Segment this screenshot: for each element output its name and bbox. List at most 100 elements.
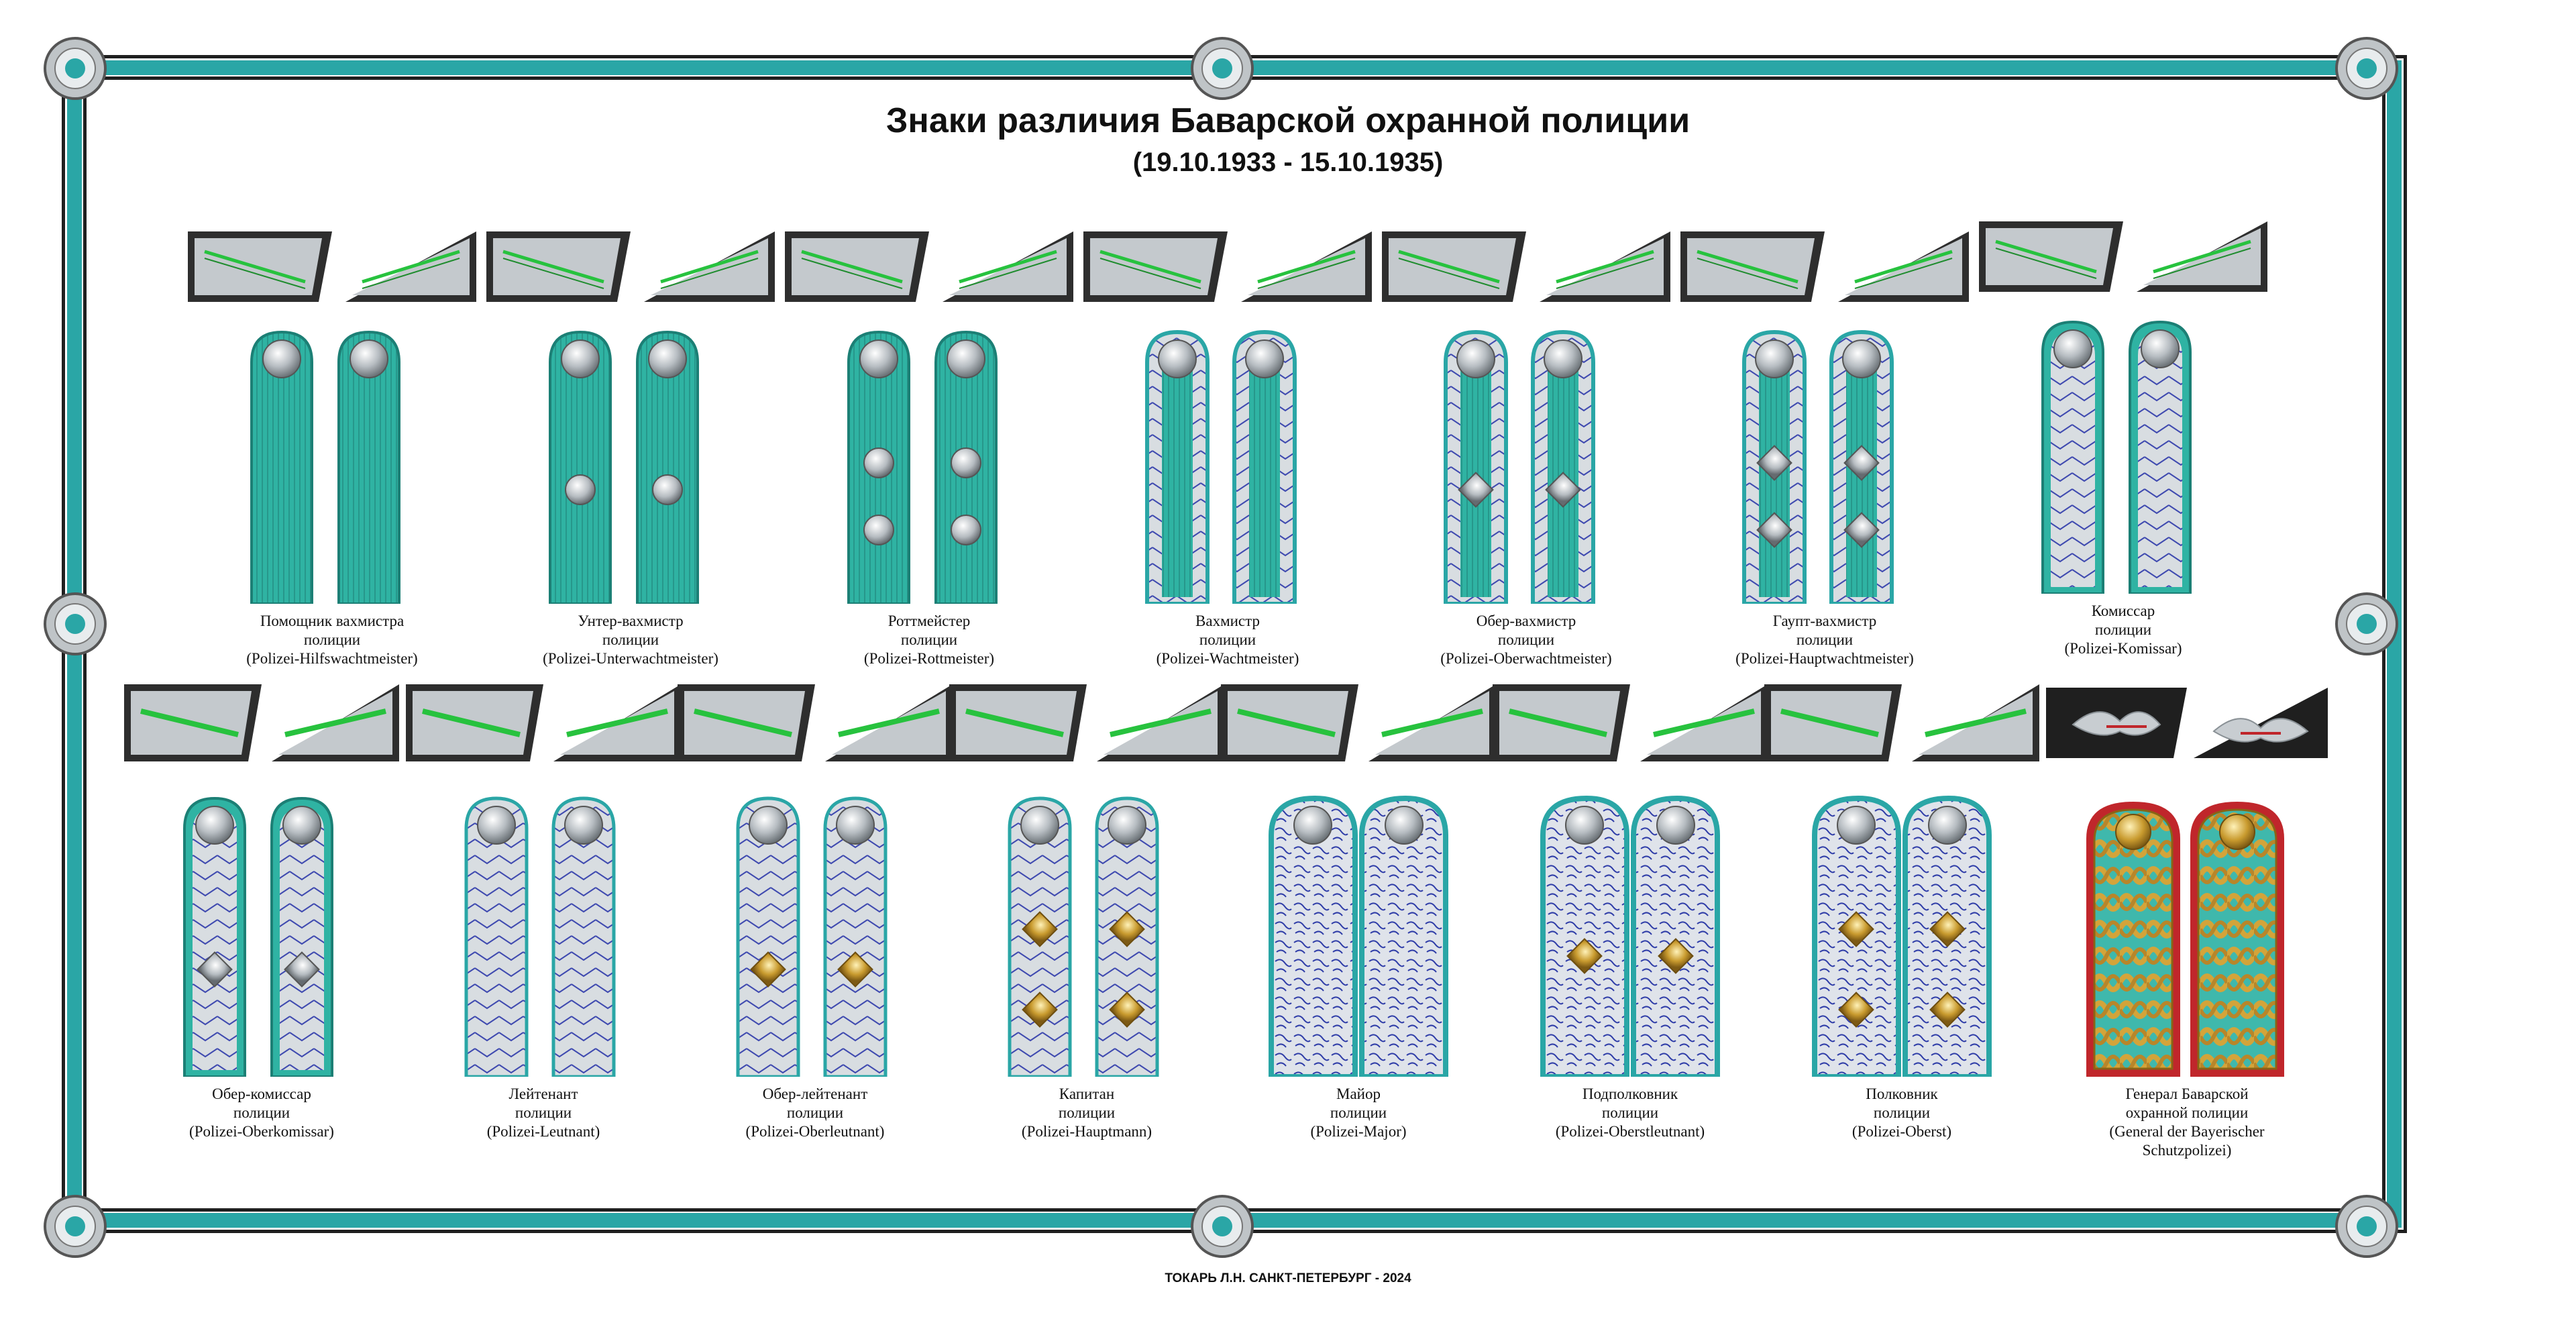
rivet-icon [44, 592, 107, 655]
shoulder-board-right-icon [1359, 795, 1448, 1077]
rank-name-ru: Капитан [1059, 1085, 1115, 1102]
rank-name-ru-2: полиции [900, 631, 958, 648]
rank-name-ru-2: полиции [1796, 631, 1854, 648]
frame-teal-border [67, 60, 2402, 1228]
collar-and-shoulder-icon [1382, 231, 1670, 604]
rivet-icon [44, 37, 107, 100]
shoulder-board-right-icon [823, 796, 888, 1077]
rank-name-ru-2: полиции [1873, 1104, 1931, 1121]
page-title: Знаки различия Баварской охранной полици… [885, 101, 1690, 140]
shoulder-board-right-icon [1902, 795, 1992, 1077]
collar-tab-left-icon [949, 684, 1087, 761]
rank-name-ru-2: полиции [303, 631, 361, 648]
collar-tab-right-icon [553, 684, 681, 761]
gold-pip-icon [1929, 911, 1966, 947]
rank-wachtmeister: Вахмистр полиции (Polizei-Wachtmeister) [1080, 221, 1375, 668]
collar-and-shoulder-icon [785, 231, 1073, 604]
rank-name-de-2: Schutzpolizei) [2142, 1142, 2232, 1159]
rank-name-ru-2: полиции [602, 631, 659, 648]
collar-tab-left-icon [1979, 221, 2123, 292]
collar-tab-right-icon [2137, 221, 2267, 292]
shoulder-board-right-icon [1531, 329, 1595, 604]
collar-and-shoulder-icon [1764, 684, 2039, 1077]
collar-tab-left-icon [678, 684, 815, 761]
silver-pip-icon [951, 447, 981, 478]
collar-tab-left-icon [1493, 684, 1630, 761]
oak-leaves-icon [2212, 718, 2309, 743]
shoulder-board-right-icon [636, 330, 699, 604]
rank-name-ru: Майор [1336, 1085, 1381, 1102]
shoulder-board-right-icon [551, 796, 616, 1077]
shoulder-board-left-icon [1742, 329, 1807, 604]
silver-pip-icon [565, 474, 596, 505]
rank-oberst: Полковник полиции (Polizei-Oberst) [1761, 674, 2043, 1141]
rank-name-de: (Polizei-Rottmeister) [863, 650, 995, 667]
collar-tab-right-icon [825, 684, 953, 761]
collar-and-shoulder-icon [1979, 221, 2267, 594]
gold-pip-icon [1022, 911, 1058, 947]
shoulder-board-right-icon [1829, 329, 1894, 604]
shoulder-board-left-icon [250, 330, 313, 604]
rank-name-de: (Polizei-Oberleutnant) [745, 1123, 885, 1140]
collar-and-shoulder-icon [1493, 684, 1768, 1077]
rank-name-ru: Комиссар [2091, 602, 2155, 619]
rank-name-de: (Polizei-Oberwachtmeister) [1440, 650, 1612, 667]
shoulder-board-left-icon [736, 796, 800, 1077]
gold-button-icon [2115, 814, 2151, 850]
collar-tab-right-icon [2194, 688, 2328, 758]
rank-name-ru-2: полиции [1497, 631, 1555, 648]
gold-pip-icon [1929, 992, 1966, 1028]
shoulder-board-left-icon [1008, 796, 1072, 1077]
rank-unterwachtmeister: Унтер-вахмистр полиции (Polizei-Unterwac… [483, 221, 778, 668]
silver-pip-icon [1756, 512, 1792, 548]
shoulder-board-left-icon [1540, 795, 1629, 1077]
collar-tab-right-icon [1241, 231, 1372, 302]
collar-tab-left-icon [1680, 231, 1825, 302]
rank-name-ru: Лейтенант [508, 1085, 578, 1102]
collar-tab-right-icon [644, 231, 775, 302]
collar-tab-left-icon [188, 231, 332, 302]
shoulder-board-left-icon [847, 330, 910, 604]
rank-name-de: (Polizei-Hilfswachtmeister) [246, 650, 418, 667]
collar-tab-left-icon [406, 684, 543, 761]
rank-name-de: (Polizei-Leutnant) [486, 1123, 600, 1140]
gold-pip-icon [750, 951, 786, 988]
rank-name-ru: Генерал Баварской [2125, 1085, 2249, 1102]
collar-tab-left-icon [1221, 684, 1358, 761]
rank-name-de: (Polizei-Wachtmeister) [1156, 650, 1299, 667]
shoulder-board-left-icon [1444, 329, 1508, 604]
gold-button-icon [2219, 814, 2255, 850]
collar-tab-left-icon [486, 231, 631, 302]
rivet-icon [1191, 1195, 1254, 1258]
collar-tab-left-icon [785, 231, 929, 302]
rank-name-ru-2: полиции [1330, 1104, 1387, 1121]
rivet-icon [2335, 37, 2398, 100]
collar-and-shoulder-icon [188, 231, 476, 604]
rivet-icon [2335, 1195, 2398, 1258]
collar-tab-right-icon [1540, 231, 1670, 302]
rank-name-ru-2: охранной полиции [2125, 1104, 2249, 1121]
collar-tab-left-icon [124, 684, 262, 761]
shoulder-board-left-icon [1269, 795, 1358, 1077]
collar-tab-right-icon [345, 231, 476, 302]
collar-tab-right-icon [943, 231, 1073, 302]
rank-name-de: (Polizei-Unterwachtmeister) [543, 650, 718, 667]
rivet-icon [1191, 37, 1254, 100]
rank-name-ru-2: полиции [1199, 631, 1256, 648]
rank-name-ru: Унтер-вахмистр [578, 613, 684, 629]
rank-name-de: (Polizei-Oberkomissar) [189, 1123, 334, 1140]
shoulder-board-left-icon [2041, 320, 2104, 594]
rank-name-ru: Помощник вахмистра [260, 613, 405, 629]
gold-pip-icon [1109, 992, 1145, 1028]
rank-hauptmann: Капитан полиции (Polizei-Hauptmann) [946, 674, 1228, 1141]
silver-pip-icon [1458, 472, 1494, 508]
rank-name-ru-2: полиции [2094, 621, 2152, 638]
silver-pip-icon [1545, 472, 1581, 508]
collar-and-shoulder-icon [949, 684, 1224, 1077]
gold-pip-icon [837, 951, 873, 988]
rank-name-de: (General der Bayerischer [2109, 1123, 2265, 1140]
collar-tab-left-icon [2046, 688, 2187, 758]
rank-komissar: Комиссар полиции (Polizei-Komissar) [1976, 211, 2271, 658]
rank-major: Майор полиции (Polizei-Major) [1218, 674, 1499, 1141]
silver-pip-icon [863, 447, 894, 478]
